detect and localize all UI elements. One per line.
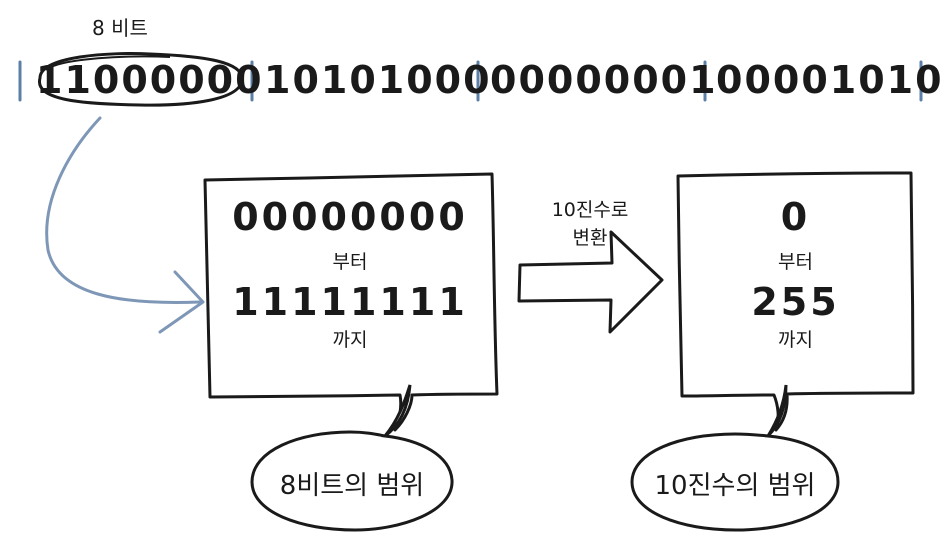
- left-bubble-text: 8비트의 범위: [279, 471, 425, 501]
- curved-arrow: [45, 116, 202, 304]
- conversion-label-line2: 변환: [572, 227, 608, 249]
- bits-label: 8 비트: [92, 16, 148, 40]
- octet-2: 10101000: [264, 58, 492, 102]
- left-speech-bubble: [250, 384, 454, 532]
- binary-from-word: 부터: [332, 251, 368, 273]
- first-octet-oval: [38, 52, 244, 107]
- decimal-to-word: 까지: [778, 329, 813, 351]
- decimal-from-word: 부터: [778, 251, 813, 273]
- binary-to-word: 까지: [332, 329, 368, 351]
- right-speech-bubble: [630, 384, 840, 532]
- binary-to-value: 11111111: [232, 280, 468, 324]
- right-bubble-text: 10진수의 범위: [654, 471, 816, 501]
- decimal-to-value: 255: [751, 280, 840, 324]
- binary-from-value: 00000000: [232, 195, 468, 239]
- octet-3: 00000001: [490, 58, 718, 102]
- decimal-from-value: 0: [780, 195, 811, 239]
- octet-4: 00001010: [716, 58, 942, 102]
- binary-range-box: [203, 172, 499, 432]
- conversion-arrow: [517, 230, 664, 334]
- conversion-label-line1: 10진수로: [551, 199, 629, 221]
- octet-1: 11000000: [36, 58, 264, 102]
- curved-arrow-head: [158, 270, 205, 334]
